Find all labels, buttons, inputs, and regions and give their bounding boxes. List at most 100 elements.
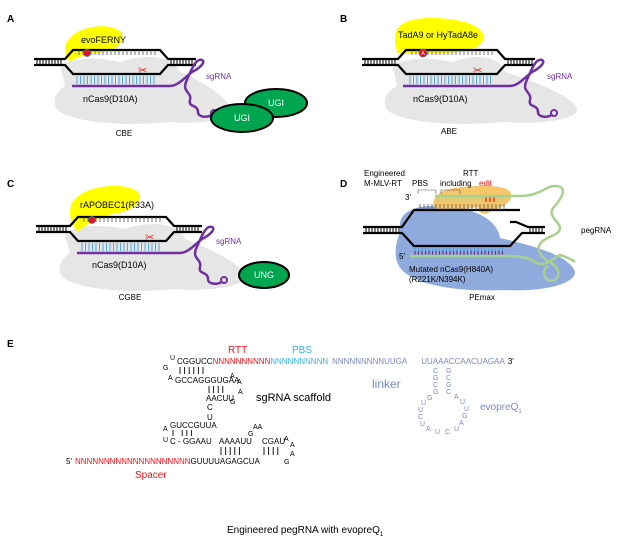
five-prime-label: 5' xyxy=(399,252,405,261)
panel-letter-a: A xyxy=(7,14,14,25)
nexus-top: GUCCGUUA xyxy=(170,421,217,430)
panel-b: B TadA9 or HyTadA8e A ✂ sgRNA nCas9(D10A… xyxy=(340,14,578,136)
hairpin1-top: CGGUCC xyxy=(177,357,213,366)
sgrna-path xyxy=(72,58,214,118)
deaminase-blob xyxy=(65,26,123,63)
rtt-edit-label: edit xyxy=(479,179,493,188)
pbs-sequence: NNNNNNNNNN xyxy=(270,357,328,366)
rtt-label: RTT xyxy=(228,345,247,356)
pk-base: U xyxy=(435,429,440,436)
link-c: C xyxy=(207,403,213,412)
sgrna-loop xyxy=(220,276,228,284)
sgrna-scaffold-label: sgRNA scaffold xyxy=(256,392,331,404)
three-prime-label: 3' xyxy=(405,193,411,202)
panel-a: A evoFERNY ✂ sgRNA nCas9(D10A) UGI UGI C… xyxy=(7,14,308,138)
ugi-label-2: UGI xyxy=(234,113,250,123)
target-base-label: A xyxy=(421,51,425,57)
hp1-loop-g: G xyxy=(163,365,168,372)
dna-bottom-strand xyxy=(34,63,196,76)
pk-base: U xyxy=(464,406,469,413)
target-base-marker xyxy=(418,48,428,58)
hairpin2-g: G xyxy=(230,399,235,406)
five-prime-end: 5' xyxy=(66,457,72,466)
tail-a3: A xyxy=(290,451,295,458)
nexus-basepairs xyxy=(172,430,192,436)
scissors-icon: ✂ xyxy=(473,65,482,77)
target-base-marker xyxy=(88,216,96,224)
scissors-icon: ✂ xyxy=(145,232,154,244)
anti-repeat: AAAAUU xyxy=(219,437,252,446)
pk-base: G xyxy=(446,382,451,389)
rt-label-line1: Engineered xyxy=(364,169,405,178)
sgrna-strand xyxy=(77,225,228,285)
rtt-label-line1: RTT xyxy=(463,169,479,178)
deaminase-blob xyxy=(70,185,141,232)
nexus-u: U xyxy=(163,437,168,444)
panel-d: D Engineered M-MLV-RT PBS RTT including … xyxy=(340,169,612,302)
nexus-a: A xyxy=(163,426,168,433)
pk-base: U xyxy=(420,421,425,428)
stem-basepairs xyxy=(263,447,279,455)
ugi-ellipse-2 xyxy=(210,103,274,133)
panel-e-caption: Engineered pegRNA with evopreQ1 xyxy=(227,525,384,538)
tetraloop-aa: AA xyxy=(253,424,263,431)
pk-base: U xyxy=(454,426,459,433)
pk-base: U xyxy=(421,400,426,407)
hp1-loop-u: U xyxy=(170,355,175,362)
deaminase-label: evoFERNY xyxy=(81,35,126,45)
spacer-label: Spacer xyxy=(135,470,167,481)
panel-letter-e: E xyxy=(7,339,14,350)
caption-cbe: CBE xyxy=(116,129,132,138)
repeat-sequence: GUUUUAGAGCUA xyxy=(191,457,261,466)
sgrna-path xyxy=(403,58,554,118)
spacer-sequence: NNNNNNNNNNNNNNNNNNNN xyxy=(75,457,191,466)
panel-e: E RTT PBS CGGUCC NNNNNNNNNN NNNNNNNNNN N… xyxy=(7,339,522,538)
pk-base: C xyxy=(433,382,438,389)
rt-label-line2: M-MLV-RT xyxy=(364,179,402,188)
caption-cgbe: CGBE xyxy=(119,293,142,302)
pbs-rtt-brackets xyxy=(417,189,461,194)
pegrna-strand xyxy=(410,253,576,266)
linker-sequence: NNNNNNNNNUUGA xyxy=(332,357,408,366)
cgau: CGAU xyxy=(262,437,285,446)
tail-a1: A xyxy=(284,436,289,443)
sgrna-label: sgRNA xyxy=(206,72,232,81)
pk-base: A xyxy=(454,394,459,401)
sgrna-label: sgRNA xyxy=(547,72,573,81)
dna-top-strand xyxy=(34,48,196,61)
link-u: U xyxy=(207,413,213,422)
cas-label-line1: Mutated nCas9(H840A) xyxy=(409,265,493,274)
hairpin2-bottom: AACUU xyxy=(206,394,234,403)
pk-base: U xyxy=(460,399,465,406)
loop-a3: A xyxy=(238,389,243,396)
sgrna-loop xyxy=(550,109,558,117)
sgrna-strand xyxy=(403,58,558,118)
dna-flap-strand xyxy=(510,220,545,229)
cas-label: nCas9(D10A) xyxy=(83,94,138,104)
hairpin1-bottom: GCCAGGGUGAA xyxy=(175,376,240,385)
nexus-bottom: C - GGAAU xyxy=(170,437,212,446)
caption-pemax: PEmax xyxy=(469,293,495,302)
hairpin2-basepairs xyxy=(208,386,224,393)
rtt-sequence: NNNNNNNNNN xyxy=(213,357,271,366)
tail-a2: A xyxy=(290,442,295,449)
deaminase-label: TadA9 or HyTadA8e xyxy=(398,30,478,40)
hp1-loop-a: A xyxy=(168,375,173,382)
pk-base: A xyxy=(459,420,464,427)
pk-base: G xyxy=(446,368,451,375)
rtt-label-line2: including xyxy=(440,179,472,188)
cas-label-line2: (R221K/N394K) xyxy=(409,275,466,284)
panel-letter-b: B xyxy=(340,14,347,25)
panel-letter-d: D xyxy=(340,179,347,190)
cas-label: nCas9(D10A) xyxy=(92,260,147,270)
pk-base: C xyxy=(446,375,451,382)
sgrna-label: sgRNA xyxy=(216,237,242,246)
pk-base: C xyxy=(433,368,438,375)
three-prime-end: 3' xyxy=(508,357,514,366)
pbs-label: PBS xyxy=(292,345,312,356)
loop-a2: A xyxy=(237,379,242,386)
dna-duplex xyxy=(36,215,202,251)
pk-base: G xyxy=(462,413,467,420)
linker-label: linker xyxy=(372,377,401,391)
